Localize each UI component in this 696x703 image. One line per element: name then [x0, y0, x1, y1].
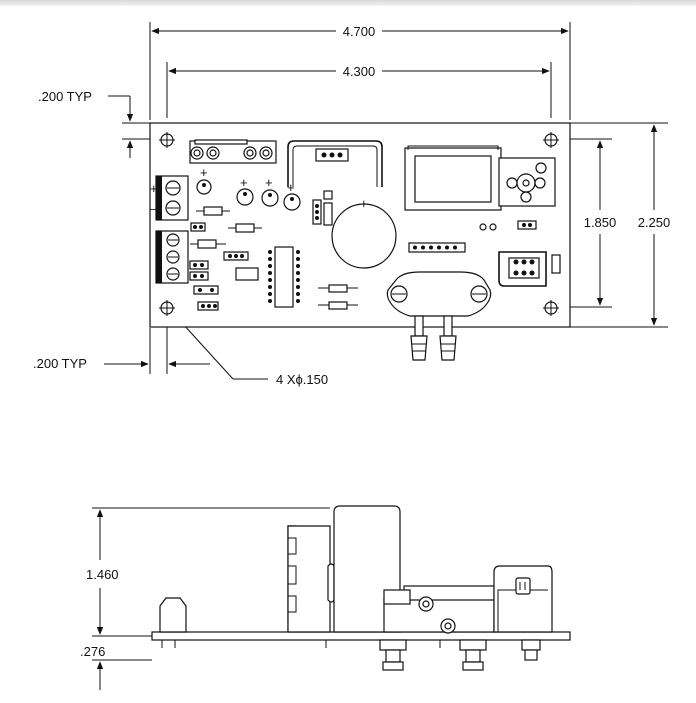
heatsink-bracket [287, 140, 383, 187]
dim-hole-width-label: 4.300 [343, 64, 376, 79]
dim-below-board-label: .276 [80, 644, 105, 659]
pcb-side [151, 631, 571, 641]
mounting-hole-bl [159, 300, 175, 316]
svg-text:+: + [287, 180, 295, 195]
connector-right [498, 251, 547, 287]
ic-dip [268, 246, 300, 308]
pressure-sensor-side [383, 585, 495, 634]
mounting-hole-tr [543, 132, 559, 148]
dim-typ-top: .200 TYP [38, 89, 167, 158]
dim-overall-height: 2.250 [638, 124, 671, 326]
transformer [404, 145, 502, 211]
svg-text:+: + [360, 196, 368, 211]
svg-text:+: + [265, 175, 273, 190]
dim-side-height: 1.460 [86, 509, 119, 635]
dc-jack [498, 157, 556, 207]
mounting-hole-br [543, 300, 559, 316]
top-view: 4.700 4.300 .200 TYP 1.850 [33, 22, 670, 387]
header-strip [408, 242, 466, 253]
large-capacitor: + [331, 196, 397, 269]
svg-text:+: + [200, 165, 208, 180]
dim-typ-bottom: .200 TYP [33, 318, 210, 374]
under-board-hardware [325, 639, 541, 671]
polarity-minus-label: – [150, 201, 158, 216]
dim-overall-width-label: 4.700 [343, 24, 376, 39]
resistors [190, 206, 561, 310]
dim-typ-bottom-label: .200 TYP [33, 356, 87, 371]
dim-hole-height-label: 1.850 [584, 215, 617, 230]
dim-below-board: .276 [80, 618, 105, 690]
dc-jack-side [493, 565, 553, 633]
terminal-block-signal [155, 230, 189, 284]
terminal-block-power: + – [150, 175, 189, 221]
hole-callout-label: 4 Xϕ.150 [276, 372, 328, 387]
trim-pot-block [189, 139, 277, 164]
capacitors: + + + + [196, 165, 301, 211]
dim-overall-height-label: 2.250 [638, 215, 671, 230]
dim-typ-top-label: .200 TYP [38, 89, 92, 104]
dim-hole-height: 1.850 [584, 140, 617, 306]
side-view: 1.460 .276 [80, 505, 571, 690]
svg-text:+: + [240, 175, 248, 190]
window-top-bar [0, 0, 696, 6]
mounting-holes [159, 132, 559, 316]
pressure-sensor [386, 271, 492, 361]
heatsink-fins [287, 525, 335, 633]
dim-overall-width: 4.700 [151, 24, 569, 39]
dim-side-height-label: 1.460 [86, 567, 119, 582]
terminal-block-side [159, 597, 187, 648]
small-connectors [189, 190, 537, 311]
mounting-hole-tl [159, 132, 175, 148]
polarity-plus-label: + [150, 181, 158, 196]
dim-hole-width: 4.300 [168, 64, 550, 79]
